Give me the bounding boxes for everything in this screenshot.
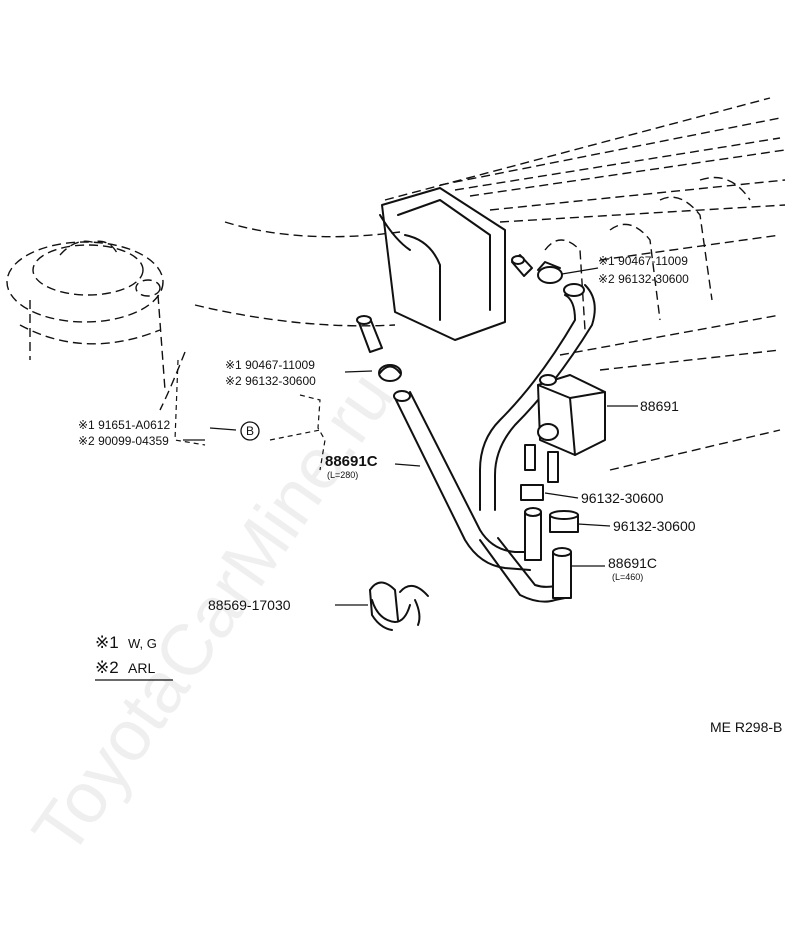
callout-bolt-left: ※1 91651-A0612 ※2 90099-04359 B [78, 418, 260, 448]
callout-part: 88691C [325, 453, 378, 470]
throttle-body [379, 187, 506, 341]
callout-line2: ※2 96132-30600 [225, 374, 316, 388]
callout-length: (L=280) [327, 470, 358, 480]
callout-part: 88691C [608, 555, 657, 571]
legend: ※1 W, G ※2 ARL [95, 633, 173, 681]
hose-clip [369, 581, 429, 631]
vacuum-nipple-right [511, 254, 533, 277]
vacuum-switching-valve [524, 374, 606, 483]
leader-lines [183, 267, 638, 606]
callout-line1: ※1 90467-11009 [598, 254, 688, 268]
callout-clamp-2: 96132-30600 [613, 518, 696, 534]
callout-line2: ※2 96132-30600 [598, 272, 689, 286]
callout-line1: ※1 91651-A0612 [78, 418, 170, 432]
watermark: ToyotaCarMine.ru [18, 358, 409, 869]
engine-outline [6, 97, 786, 471]
hose-clamp-left [378, 364, 402, 382]
callout-hose-left: 88691C (L=280) [325, 453, 378, 480]
hose-clamp-stub-2 [549, 510, 579, 533]
callout-clamp-1: 96132-30600 [581, 490, 664, 506]
ref-letter: B [246, 424, 254, 438]
callout-length: (L=460) [612, 572, 643, 582]
legend-text-2: ARL [128, 660, 155, 676]
callout-hose-right: 88691C (L=460) [608, 555, 657, 582]
legend-mark-1: ※1 [95, 633, 119, 652]
hose-stubs [524, 507, 572, 599]
hose-clamp-right [537, 261, 563, 284]
legend-text-1: W, G [128, 636, 157, 651]
callout-hose-upper-left: ※1 90467-11009 ※2 96132-30600 [225, 358, 316, 388]
legend-mark-2: ※2 [95, 658, 119, 677]
ref-circle-b [240, 421, 260, 441]
vacuum-hose-left [393, 390, 531, 571]
callout-line1: ※1 90467-11009 [225, 358, 315, 372]
hose-clamp-stub-1 [520, 484, 544, 501]
callout-line2: ※2 90099-04359 [78, 434, 169, 448]
diagram-code: ME R298-B [710, 719, 782, 735]
callout-vsv: 88691 [640, 398, 679, 414]
callout-hose-upper-right: ※1 90467-11009 ※2 96132-30600 [598, 254, 689, 286]
vacuum-nipple-left [356, 315, 383, 353]
callout-clip: 88569-17030 [208, 597, 291, 613]
vacuum-hose-right [479, 283, 596, 603]
